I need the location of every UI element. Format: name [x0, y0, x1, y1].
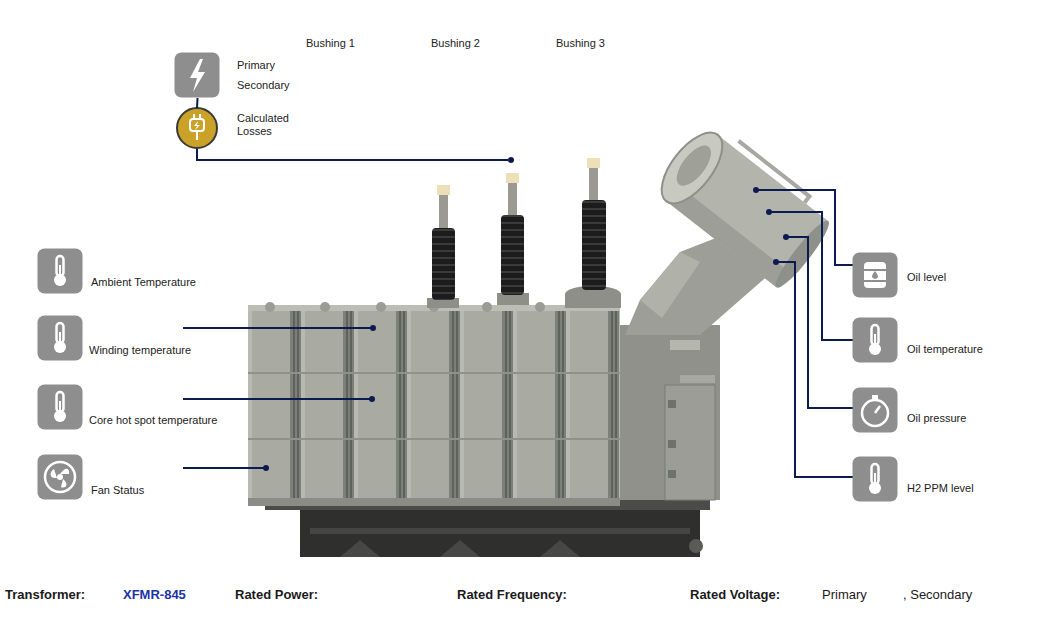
sensor-label: Fan Status [91, 484, 144, 497]
temperature-icon: Core hot spot temperature [38, 385, 83, 430]
connector-line [196, 98, 199, 108]
fan-icon: Fan Status [38, 455, 83, 500]
sensor-label: H2 PPM level [907, 482, 974, 495]
bushing-label: Bushing 1 [306, 37, 355, 50]
sensor-label: Oil pressure [907, 412, 966, 425]
sensor-label: Oil level [907, 271, 946, 284]
field-label: Rated Voltage: [690, 587, 780, 602]
field-value: XFMR-845 [123, 587, 186, 602]
field-label: Rated Power: [235, 587, 318, 602]
sensor-label: Core hot spot temperature [89, 414, 217, 427]
sensor-label: Calculated Losses [237, 112, 315, 138]
sensor-label: Primary [237, 59, 275, 72]
bushing-label: Bushing 3 [556, 37, 605, 50]
field-label: Rated Frequency: [457, 587, 567, 602]
field-value: Primary [822, 587, 867, 602]
power-icon: PrimarySecondary [175, 53, 220, 98]
temperature-icon: Oil temperature [853, 318, 898, 363]
losses-icon: Calculated Losses [177, 108, 217, 148]
sensor-label: Oil temperature [907, 343, 983, 356]
bushing-label: Bushing 2 [431, 37, 480, 50]
sensor-label: Secondary [237, 79, 290, 92]
field-value: , Secondary [903, 587, 972, 602]
sensor-label: Ambient Temperature [91, 276, 196, 289]
temperature-icon: H2 PPM level [853, 457, 898, 502]
sensor-label: Winding temperature [89, 344, 191, 357]
oil-level-icon: Oil level [853, 253, 898, 298]
temperature-icon: Ambient Temperature [38, 249, 83, 294]
field-label: Transformer: [5, 587, 85, 602]
pressure-icon: Oil pressure [853, 388, 898, 433]
temperature-icon: Winding temperature [38, 316, 83, 361]
